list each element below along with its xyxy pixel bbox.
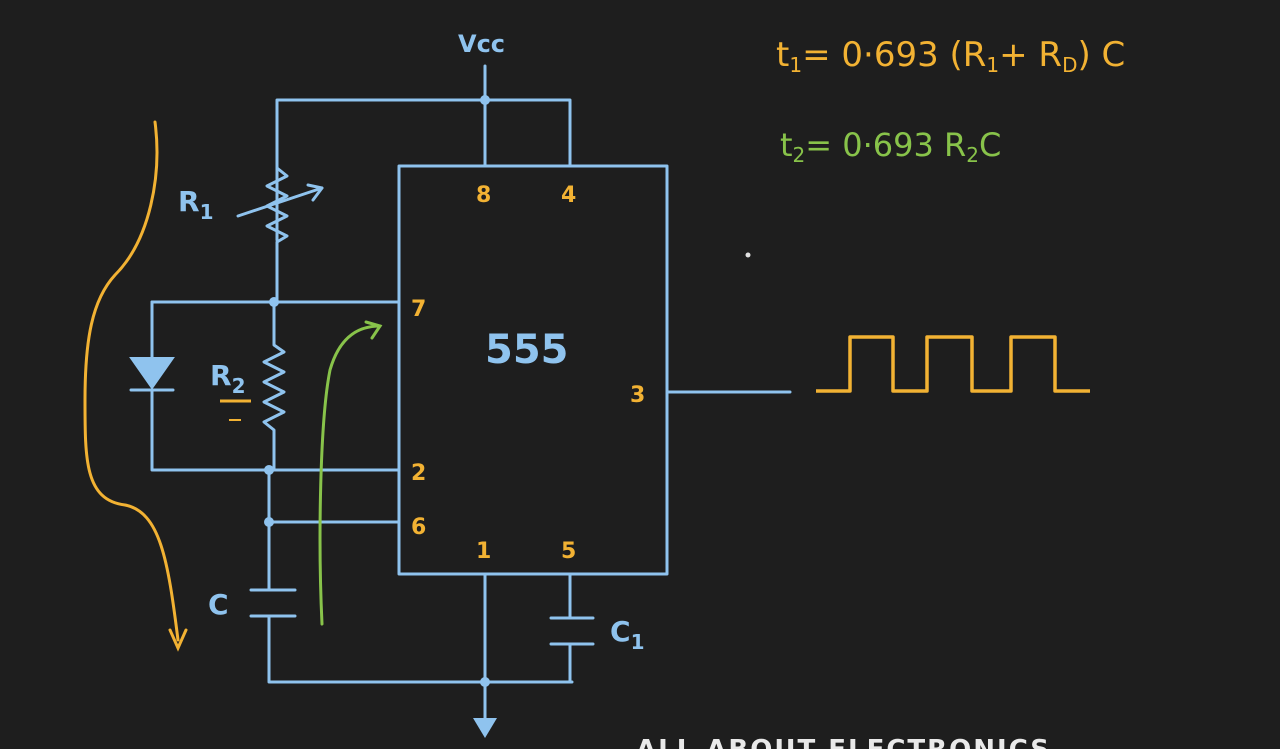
chip-label: 555 [485, 327, 569, 373]
vcc-label: Vcc [458, 30, 505, 58]
pin-2-label: 2 [411, 461, 426, 486]
watermark: ALL ABOUT ELECTRONICS [636, 735, 1051, 749]
r2-resistor [262, 300, 286, 472]
r1-potentiometer [236, 158, 324, 304]
c1-label: C1 [610, 615, 644, 654]
diode [129, 300, 401, 475]
pin-5-label: 5 [561, 539, 576, 564]
ground-wire [473, 572, 497, 738]
pin-4-label: 4 [561, 183, 576, 208]
green-arrowhead [364, 320, 383, 340]
pin-3-label: 3 [630, 383, 645, 408]
square-wave [816, 335, 1090, 393]
pin-8-label: 8 [476, 183, 491, 208]
pin-6-label: 6 [411, 515, 426, 540]
stray-dot [745, 252, 751, 258]
r1-label: R1 [178, 185, 213, 224]
orange-arrowhead [168, 628, 188, 652]
ic-555-body [397, 164, 669, 576]
pin6-and-cap-c [249, 468, 574, 684]
cap-c1 [549, 572, 595, 684]
orange-charge-arrow [83, 120, 180, 642]
equation-t2: t2= 0·693 R2C [780, 126, 1001, 167]
green-discharge-arrow [318, 324, 382, 626]
pin-1-label: 1 [476, 539, 491, 564]
vcc-rail [275, 64, 572, 242]
r2-label: R2 [210, 359, 245, 398]
equation-t1: t1= 0·693 (R1+ RD) C [776, 35, 1125, 77]
c-label: C [208, 588, 229, 621]
pin-7-label: 7 [411, 297, 426, 322]
